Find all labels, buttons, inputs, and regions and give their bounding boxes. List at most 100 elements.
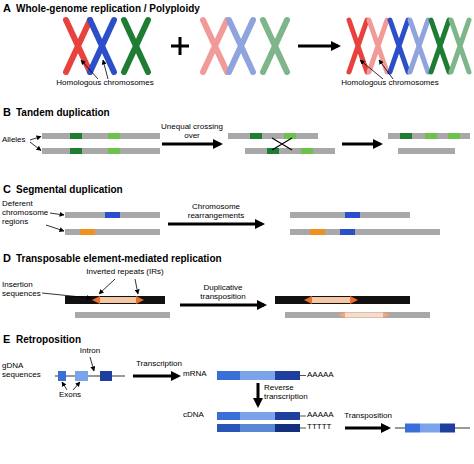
- panel-title: Transposable element-mediated replicatio…: [16, 253, 336, 264]
- chromosome-bar: [284, 133, 296, 139]
- process-label: Transposition: [332, 412, 404, 421]
- transcript-strand: [275, 371, 300, 380]
- leader-arrow: [99, 279, 115, 294]
- chromosome-bar: [65, 229, 160, 235]
- leader-arrow: [81, 60, 393, 79]
- transposon-bar: [383, 312, 390, 318]
- process-arrow: [345, 427, 388, 430]
- panel-title: Segmental duplication: [16, 184, 316, 195]
- chromosome-bar: [290, 212, 410, 218]
- transcript-strand: [275, 424, 300, 432]
- transposon-bar: [136, 296, 144, 304]
- chromosome-bar: [70, 148, 82, 154]
- chromosome-symbol: [431, 20, 449, 72]
- panel-title: Retroposition: [16, 334, 316, 345]
- chromosome-bar: [70, 133, 82, 139]
- transposon-bar: [338, 312, 345, 318]
- panel-letter: B: [3, 106, 17, 118]
- chromosome-symbol: [349, 20, 367, 72]
- annotation-label: Alleles: [2, 136, 42, 145]
- annotation-label: Homologous chromosomes: [50, 79, 160, 88]
- leader-arrow: [62, 382, 67, 390]
- chromosome-bar: [105, 212, 120, 218]
- transposon-bar: [92, 296, 100, 304]
- chromosome-bar: [425, 133, 437, 139]
- gene-structure: [75, 371, 88, 381]
- transcript-strand: [240, 424, 275, 432]
- transcript-strand: [217, 371, 240, 380]
- chromosome-bar: [42, 133, 470, 154]
- chromosome-bar: [42, 148, 160, 154]
- molecule-label: mRNA: [183, 370, 217, 379]
- transposon-bar: [345, 313, 383, 318]
- chromosome-symbol: [390, 20, 408, 72]
- chromosome-symbol: [263, 20, 287, 72]
- process-arrow: [162, 143, 220, 146]
- transcript-strand: [300, 375, 306, 376]
- sequence-tail: AAAAA: [307, 371, 347, 380]
- process-arrow: [133, 376, 388, 428]
- leader-arrow: [42, 293, 91, 298]
- transcript-strand: [300, 416, 306, 417]
- process-arrow: [298, 45, 338, 48]
- leader-arrow: [30, 137, 41, 151]
- crossover-mark: [272, 138, 292, 150]
- transcript-strand: [217, 424, 240, 432]
- transposon-bar: [304, 296, 312, 304]
- chromosome-bar: [42, 133, 160, 139]
- chromosome-bar: [301, 148, 313, 154]
- transcript-strand: [275, 412, 300, 420]
- process-label: Unequal crossing over: [157, 123, 227, 141]
- transposon-bar: [75, 312, 170, 318]
- gene-structure: [405, 424, 420, 433]
- gene-structure: [55, 371, 125, 381]
- leader-arrow: [379, 60, 393, 79]
- gene-structure: [440, 424, 455, 433]
- panel-title: Whole-genome replication / Polyploidy: [16, 3, 336, 14]
- sequence-tail: TTTTT: [307, 423, 347, 432]
- chromosome-symbol: [90, 20, 114, 72]
- process-arrow: [342, 143, 380, 146]
- leader-arrow: [81, 60, 98, 79]
- process-label: Chromosome rearrangements: [176, 203, 256, 221]
- transposon-bar: [275, 296, 410, 304]
- chromosome-bar: [108, 133, 120, 139]
- leader-arrow: [73, 382, 80, 390]
- chromosome-symbol: [124, 20, 148, 72]
- transposon-bar: [65, 296, 430, 318]
- annotation-label: Insertion sequences: [2, 281, 57, 299]
- gene-structure: [58, 371, 66, 381]
- chromosome-symbol: [451, 20, 469, 72]
- leader-arrow: [103, 60, 108, 79]
- chromosome-symbol: [349, 20, 469, 72]
- annotation-label: Inverted repeats (IRs): [75, 268, 175, 277]
- leader-arrow: [46, 213, 64, 231]
- chromosome-bar: [310, 229, 325, 235]
- transposon-bar: [100, 297, 136, 303]
- annotation-label: Exons: [45, 391, 95, 400]
- gene-structure: [395, 424, 470, 433]
- annotation-label: gDNA sequences: [2, 362, 52, 380]
- sequence-tail: AAAAA: [307, 411, 347, 420]
- leader-arrow: [90, 357, 94, 371]
- transposon-bar: [285, 312, 430, 318]
- panel-letter: C: [3, 183, 17, 195]
- chromosome-bar: [290, 229, 440, 235]
- leader-arrow: [46, 225, 64, 231]
- chromosome-symbol: [66, 20, 90, 72]
- chromosome-bar: [448, 133, 460, 139]
- process-arrow: [180, 304, 264, 307]
- annotation-label: Deferent chromosome regions: [2, 200, 62, 226]
- annotation-label: Homologous chromosomes: [335, 79, 445, 88]
- transcript-strand: [217, 412, 240, 420]
- process-arrow: [168, 223, 262, 226]
- panel-title: Tandem duplication: [16, 107, 316, 118]
- chromosome-symbol: [203, 20, 227, 72]
- chromosome-bar: [398, 148, 455, 154]
- chromosome-symbol: [66, 20, 287, 72]
- transposon-bar: [312, 297, 350, 303]
- chromosome-bar: [65, 212, 160, 218]
- process-label: Transcription: [126, 360, 192, 369]
- process-label: Reverse transcription: [264, 384, 334, 402]
